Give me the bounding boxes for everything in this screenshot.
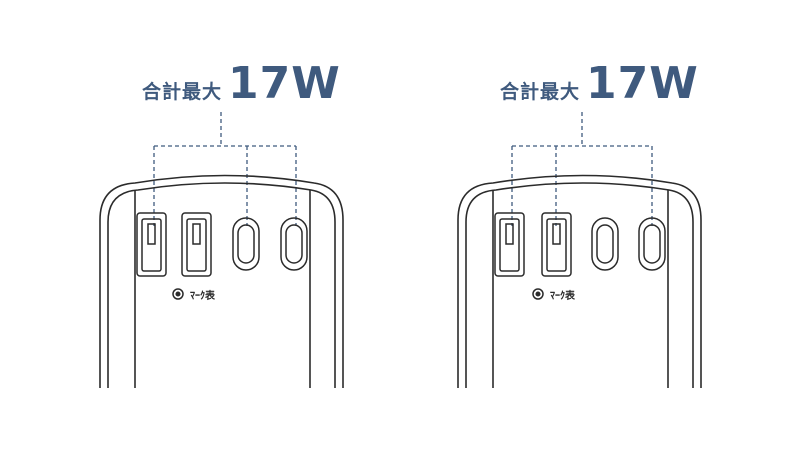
usb-a-port-icon (541, 212, 572, 277)
usb-a-port-icon (136, 212, 167, 277)
port-bracket (153, 112, 297, 226)
charger-diagram: ﾏｰｸ表 (457, 112, 702, 388)
usb-c-port-icon (280, 217, 308, 271)
port-bracket (511, 112, 653, 226)
usb-a-port-icon (494, 212, 525, 277)
total-max-label: 合計最大 17W (142, 58, 341, 109)
usb-c-port-icon (638, 217, 666, 271)
usb-c-port-icon (232, 217, 260, 271)
total-max-label: 合計最大 17W (500, 58, 699, 109)
charger-panel-left: 合計最大 17W (0, 0, 360, 450)
charger-panel-right: 合計最大 17W (358, 0, 718, 450)
charger-housing (457, 174, 702, 388)
indicator-label: ﾏｰｸ表 (190, 289, 216, 302)
charger-housing (99, 174, 344, 388)
usb-a-port-icon (181, 212, 212, 277)
total-max-prefix: 合計最大 (142, 81, 223, 103)
indicator-circle-icon (172, 288, 184, 300)
indicator-label: ﾏｰｸ表 (550, 289, 576, 302)
total-max-prefix: 合計最大 (500, 81, 581, 103)
total-max-value: 17W (228, 58, 341, 109)
usb-c-port-icon (591, 217, 619, 271)
indicator-circle-icon (532, 288, 544, 300)
charger-diagram: ﾏｰｸ表 (99, 112, 344, 388)
total-max-value: 17W (586, 58, 699, 109)
